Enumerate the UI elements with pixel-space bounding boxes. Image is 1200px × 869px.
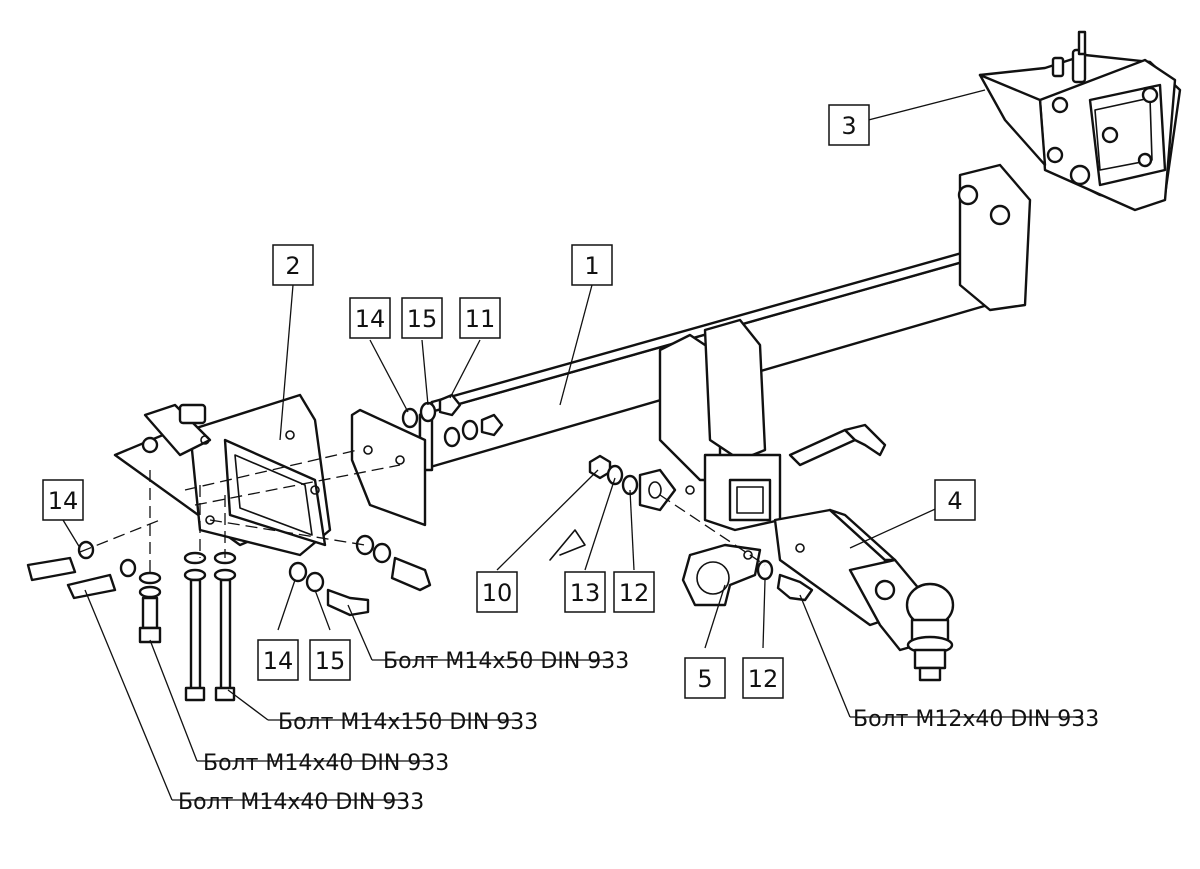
callout-5: 5	[684, 657, 726, 699]
ball-mount	[773, 508, 955, 682]
bolt-label-m14x50: Болт М14x50 DIN 933	[383, 649, 629, 674]
callout-12-center: 12	[613, 571, 655, 613]
leader-lines	[62, 89, 1083, 801]
callout-4: 4	[934, 479, 976, 521]
callout-12-right-label: 12	[748, 665, 779, 693]
callout-12-right: 12	[742, 657, 784, 699]
callout-13: 13	[564, 571, 606, 613]
bolt-label-m14x40-a: Болт М14x40 DIN 933	[203, 751, 449, 776]
callout-11-label: 11	[465, 305, 496, 333]
callout-1-label: 1	[584, 252, 599, 280]
callout-2-label: 2	[285, 252, 300, 280]
callout-12-center-label: 12	[619, 579, 650, 607]
callout-14-top: 14	[349, 297, 391, 339]
callout-5-label: 5	[697, 665, 712, 693]
main-crossbar	[350, 163, 1032, 532]
callout-10-label: 10	[482, 579, 513, 607]
callout-14-bottom: 14	[257, 639, 299, 681]
callout-3-label: 3	[841, 112, 856, 140]
callout-13-label: 13	[570, 579, 601, 607]
callout-14-bottom-label: 14	[263, 647, 294, 675]
callout-14-top-label: 14	[355, 305, 386, 333]
callout-1: 1	[571, 244, 613, 286]
callout-14-left-label: 14	[48, 487, 79, 515]
callout-11: 11	[459, 297, 501, 339]
callout-3: 3	[828, 104, 870, 146]
callout-15-bottom-label: 15	[315, 647, 346, 675]
bolt-label-m14x150: Болт М14x150 DIN 933	[278, 710, 538, 735]
callout-2: 2	[272, 244, 314, 286]
left-mounting-bracket	[113, 393, 332, 557]
callout-14-left: 14	[42, 479, 84, 521]
callout-15-bottom: 15	[309, 639, 351, 681]
bolt-label-m12x40: Болт М12x40 DIN 933	[853, 707, 1099, 732]
right-mounting-bracket	[978, 30, 1182, 212]
assembly-lines	[79, 449, 766, 578]
callout-15-top: 15	[401, 297, 443, 339]
bolt-label-m14x40-b: Болт М14x40 DIN 933	[178, 790, 424, 815]
callout-15-top-label: 15	[407, 305, 438, 333]
callout-10: 10	[476, 571, 518, 613]
callout-4-label: 4	[947, 487, 962, 515]
